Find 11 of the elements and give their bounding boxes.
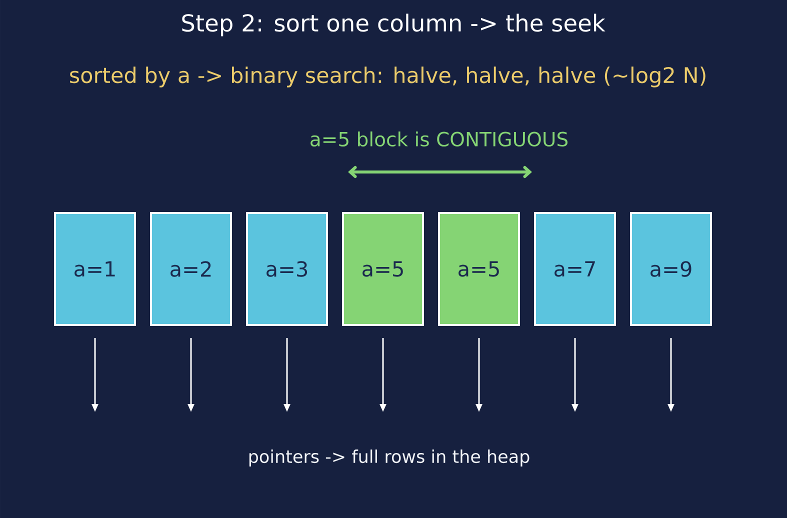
text-label: a=5 block is CONTIGUOUS <box>310 131 568 147</box>
value-box: a=5 <box>342 212 424 326</box>
text-label: pointers -> full rows in the heap <box>249 450 530 466</box>
value-box: a=2 <box>150 212 232 326</box>
value-box: a=9 <box>630 212 712 326</box>
value-box: a=7 <box>534 212 616 326</box>
value-box: a=5 <box>438 212 520 326</box>
text-label: sorted by a -> binary search: halve, halve, halve (~log2 N) <box>70 66 706 88</box>
title: Step 2: sort one column -> the seek <box>182 14 606 36</box>
value-box: a=3 <box>246 212 328 326</box>
value-box: a=1 <box>54 212 136 326</box>
